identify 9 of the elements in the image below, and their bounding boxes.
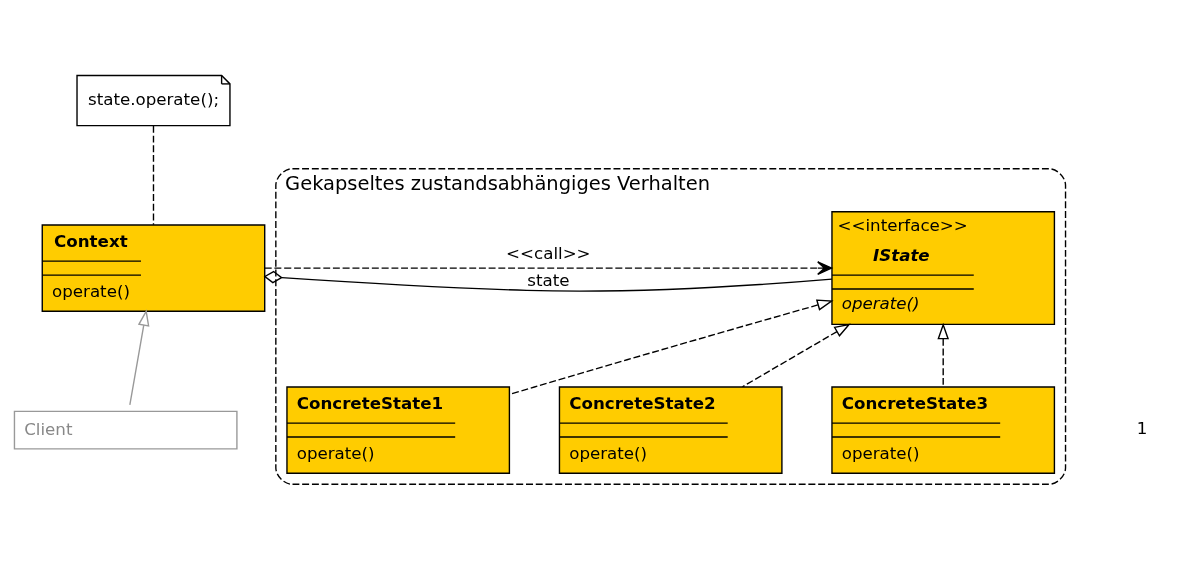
edge-label: <<call>> — [506, 243, 591, 263]
arrow — [937, 322, 950, 387]
edge-label: state — [527, 270, 570, 290]
arrow — [129, 308, 150, 406]
connector — [152, 124, 155, 226]
arrow — [264, 260, 833, 275]
connector — [263, 270, 833, 292]
arrow — [741, 322, 851, 387]
label: 1 — [1136, 418, 1148, 438]
